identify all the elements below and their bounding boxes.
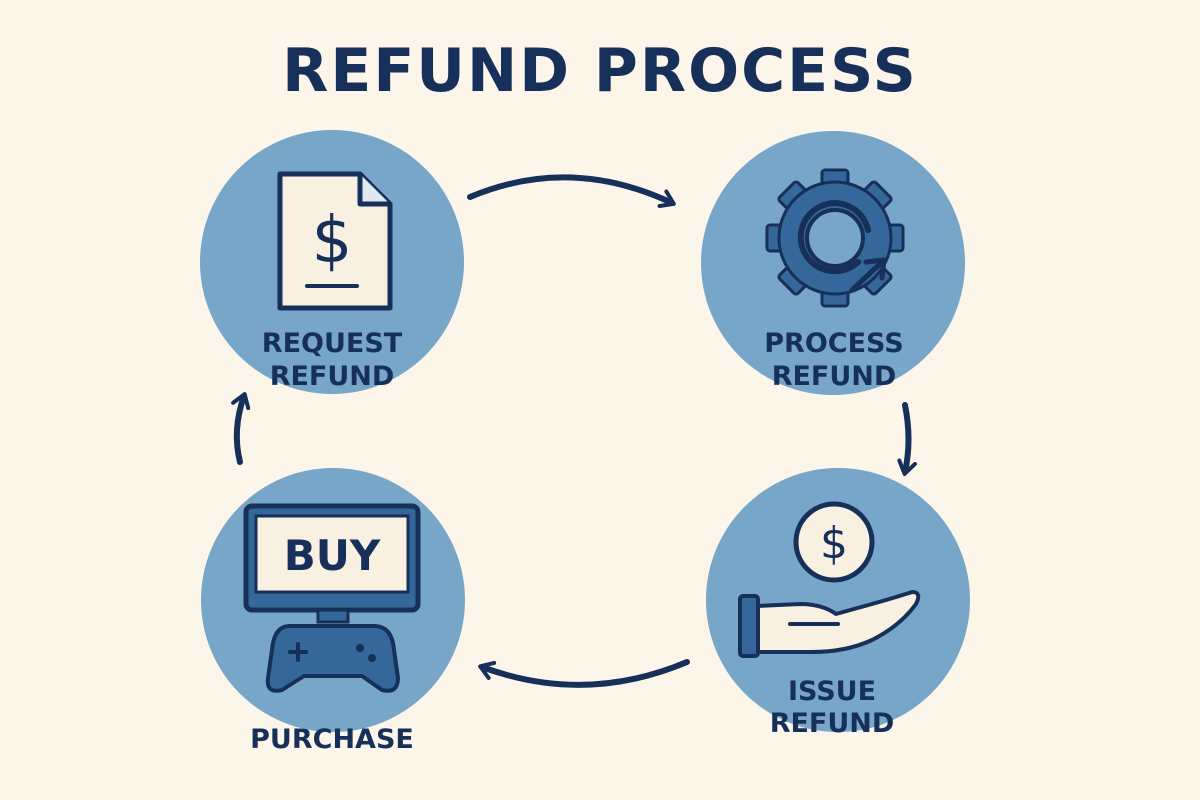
step-label-process-line1: PROCESS [764, 328, 903, 359]
page-title: REFUND PROCESS [282, 36, 918, 106]
hand-coin-icon: $ [738, 501, 921, 658]
coin-dollar-symbol: $ [820, 518, 848, 569]
monitor-gamepad-icon: BUY [243, 503, 421, 693]
document-dollar-symbol: $ [312, 204, 353, 278]
gear-arrow-icon [765, 168, 905, 308]
arrow-process-to-issue [897, 402, 917, 476]
step-label-issue-line1: ISSUE [788, 676, 876, 707]
monitor-buy-text: BUY [284, 531, 381, 580]
step-label-process-line2: REFUND [772, 361, 897, 392]
step-label-request-line2: REFUND [270, 361, 395, 392]
step-label-issue-line2: REFUND [770, 708, 895, 739]
step-label-request-line1: REQUEST [262, 328, 403, 359]
step-circle-issue [706, 468, 970, 732]
document-dollar-icon: $ [277, 171, 393, 311]
arrow-request-to-process [467, 174, 676, 208]
step-label-purchase: PURCHASE [250, 724, 414, 755]
arrow-issue-to-purchase [478, 659, 690, 688]
arrow-purchase-to-request [231, 392, 251, 465]
